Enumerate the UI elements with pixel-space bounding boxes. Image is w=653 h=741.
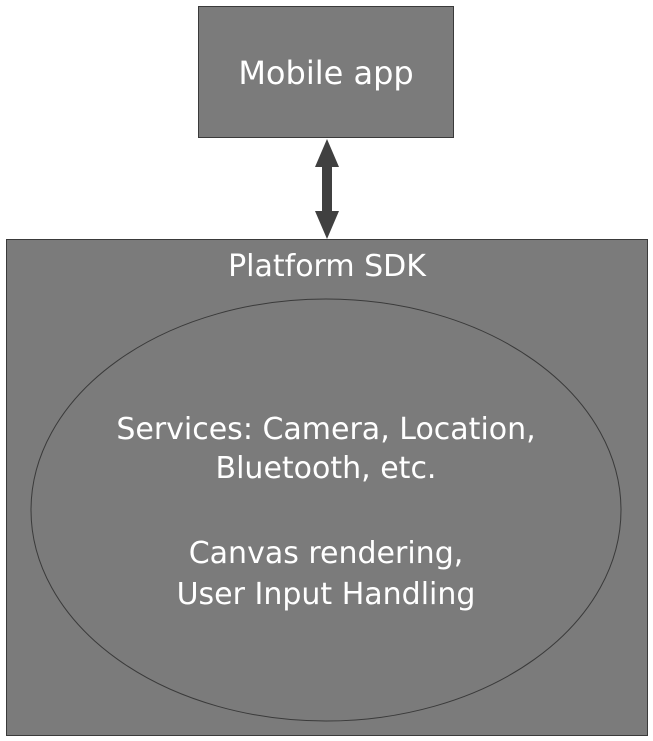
canvas-text-line-2: User Input Handling (176, 577, 476, 612)
services-text-line-2: Bluetooth, etc. (215, 451, 437, 486)
ellipse-shape (30, 298, 622, 722)
mobile-app-label: Mobile app (238, 54, 414, 92)
arrow-shape (315, 139, 339, 239)
bidirectional-arrow-icon (315, 139, 339, 239)
canvas-text-line-1: Canvas rendering, (188, 536, 464, 571)
mobile-app-box: Mobile app (198, 6, 454, 138)
services-text-line-1: Services: Camera, Location, (116, 412, 536, 447)
services-ellipse (30, 298, 622, 722)
platform-sdk-box: Platform SDK (6, 239, 648, 736)
platform-sdk-label: Platform SDK (228, 249, 426, 284)
